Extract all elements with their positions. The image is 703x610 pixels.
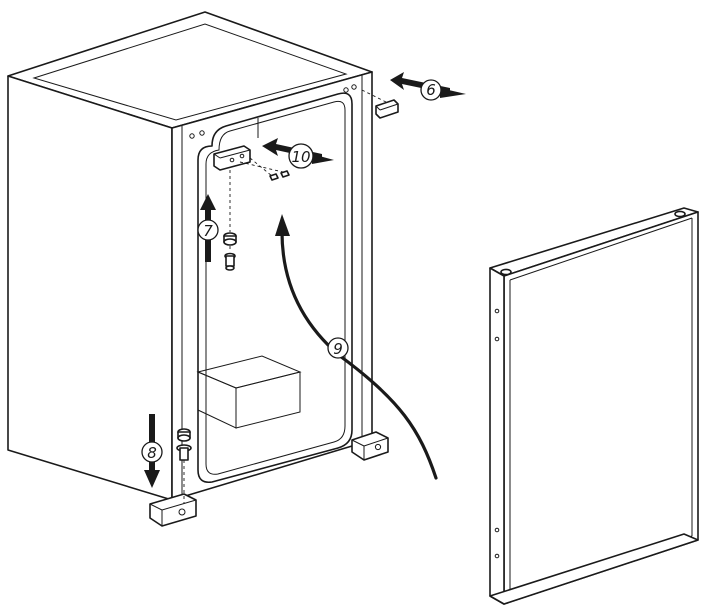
step-badge-7: 7	[197, 219, 219, 241]
step-badge-9: 9	[327, 337, 349, 359]
hinge-pin-bottom	[176, 428, 192, 504]
hinge-cover-cap	[361, 89, 399, 119]
hinge-pin-top	[223, 170, 237, 271]
step-label-8: 8	[147, 444, 157, 462]
step-badge-8: 8	[141, 441, 163, 463]
step-badge-10: 10	[288, 143, 314, 169]
step-label-6: 6	[426, 81, 436, 99]
step-label-10: 10	[291, 148, 310, 166]
compressor-step	[196, 355, 302, 429]
top-hinge-bracket	[213, 145, 251, 171]
cabinet-body	[7, 11, 373, 501]
step-label-9: 9	[333, 340, 343, 358]
adjustable-foot-left	[149, 493, 197, 527]
adjustable-foot-right	[351, 431, 389, 461]
screw-icon	[269, 170, 290, 181]
refrigerator-door	[489, 207, 699, 605]
step-label-7: 7	[203, 222, 213, 240]
step-badge-6: 6	[420, 79, 442, 101]
